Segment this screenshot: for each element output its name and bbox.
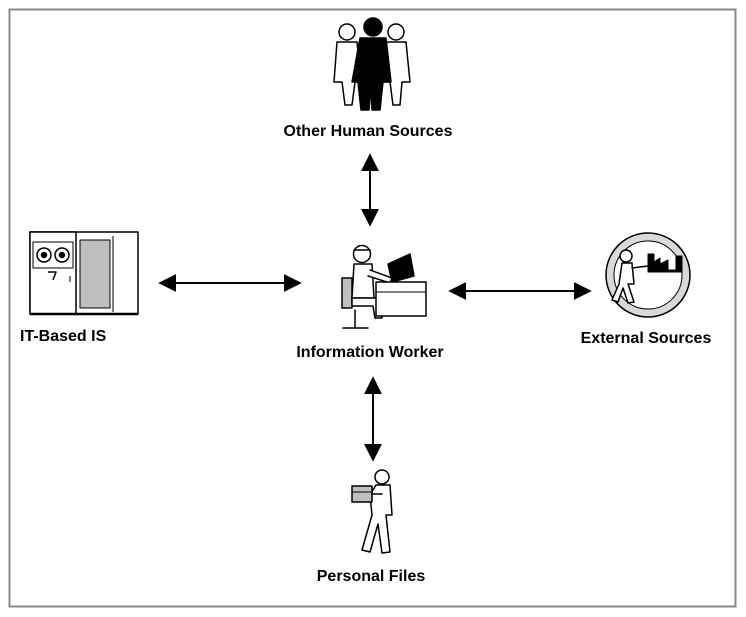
- it-based-is-label: IT-Based IS: [20, 328, 107, 345]
- external-world-globe-icon: [605, 232, 691, 318]
- people-group-icon: [333, 17, 411, 111]
- mainframe-computer-icon: [29, 231, 139, 316]
- information-worker-label: Information Worker: [296, 344, 443, 361]
- office-worker-at-desk-icon: [341, 244, 427, 329]
- human-sources-label: Other Human Sources: [284, 123, 453, 140]
- person-carrying-files-icon: [351, 469, 393, 554]
- personal-files-label: Personal Files: [317, 568, 426, 585]
- external-sources-label: External Sources: [581, 330, 712, 347]
